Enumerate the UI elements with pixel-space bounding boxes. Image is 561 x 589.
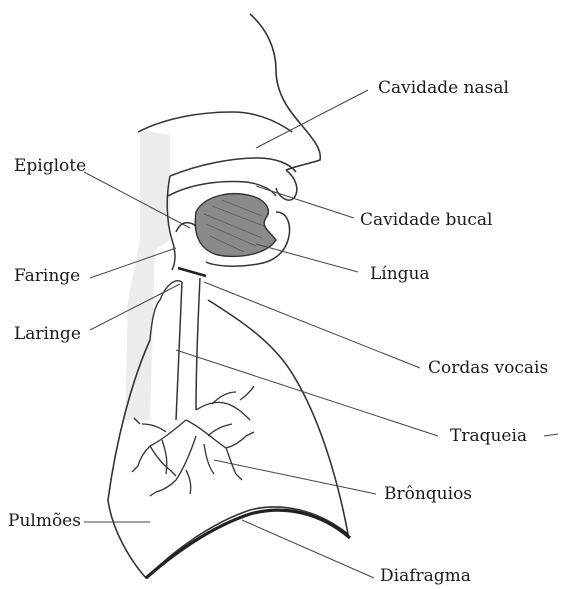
leader-lingua [256,244,358,272]
label-epiglote: Epiglote [14,158,86,175]
label-cavidade-bucal: Cavidade bucal [360,212,492,229]
label-cordas-vocais: Cordas vocais [428,360,548,377]
throat-shading [125,130,170,420]
trachea-right-wall [196,278,200,410]
pharynx-back-wall [167,176,175,270]
label-pulmoes: Pulmões [8,513,81,530]
nasal-cavity-roof [138,112,292,132]
diaphragm [146,510,350,578]
tongue [195,194,276,257]
label-cavidade-nasal: Cavidade nasal [378,80,509,97]
label-faringe: Faringe [14,268,80,285]
leader-diafragma [242,520,374,578]
label-traqueia: Traqueia [450,428,527,445]
leader-cavidade-bucal [256,186,354,218]
leader-traqueia [176,350,438,436]
leader-faringe [90,248,176,278]
leader-traqueia-tail [544,434,558,436]
label-bronquios: Brônquios [384,486,472,503]
label-lingua: Língua [370,266,430,283]
larynx-outline [150,281,182,340]
epiglottis [176,223,196,232]
oral-cavity-roof [168,182,276,196]
head-profile-outline [250,14,320,170]
leader-epiglote [84,172,190,228]
label-diafragma: Diafragma [380,568,471,585]
leader-cordas-vocais [204,282,420,368]
vocal-cords [178,268,206,276]
palate [170,158,296,176]
label-laringe: Laringe [14,326,81,343]
